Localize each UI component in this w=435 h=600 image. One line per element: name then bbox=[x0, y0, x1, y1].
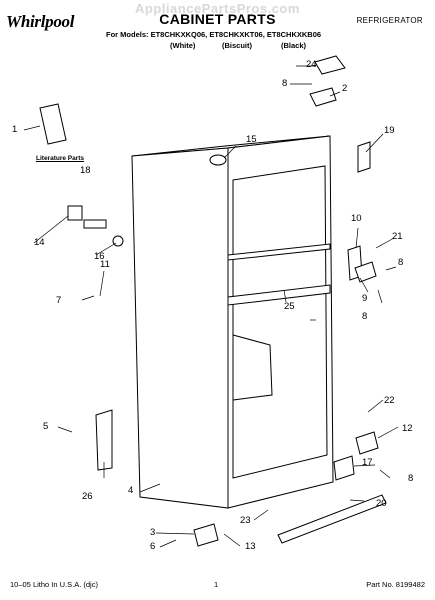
brand-logo: Whirlpool bbox=[6, 12, 75, 31]
callout-4: 4 bbox=[128, 485, 134, 496]
side-bracket bbox=[95, 409, 113, 471]
handle-block bbox=[67, 205, 83, 221]
top-hinge bbox=[309, 87, 337, 107]
callout-5: 5 bbox=[43, 421, 49, 432]
callout-6: 6 bbox=[150, 541, 156, 552]
divider-bar bbox=[227, 284, 331, 306]
callout-15: 15 bbox=[246, 134, 257, 145]
callout-24: 24 bbox=[306, 59, 317, 70]
callout-1: 1 bbox=[12, 124, 18, 135]
callout-3: 3 bbox=[150, 527, 156, 538]
callout-11: 11 bbox=[100, 259, 110, 270]
part-number: Part No. 8199482 bbox=[366, 580, 425, 589]
callout-18: 18 bbox=[80, 165, 91, 176]
callout-20: 20 bbox=[376, 498, 387, 509]
callout-16: 16 bbox=[94, 251, 105, 262]
variant-black: (Black) bbox=[281, 41, 307, 50]
literature-pack bbox=[39, 103, 67, 145]
footer-litho: 10–05 Litho In U.S.A. (djc) bbox=[10, 580, 98, 589]
callout-2: 2 bbox=[342, 83, 348, 94]
variant-biscuit: (Biscuit) bbox=[222, 41, 252, 50]
callout-8-low: 8 bbox=[362, 311, 368, 322]
callout-25: 25 bbox=[284, 301, 295, 312]
cabinet-front bbox=[227, 135, 334, 509]
watermark: AppliancePartsPros.com bbox=[135, 1, 300, 16]
literature-label: Literature Parts bbox=[36, 155, 85, 162]
callout-9: 9 bbox=[362, 293, 368, 304]
handle-screw bbox=[83, 219, 107, 229]
callout-8-bottom: 8 bbox=[408, 473, 414, 484]
hinge-cover bbox=[314, 55, 346, 75]
callout-8-top: 8 bbox=[282, 78, 288, 89]
callout-13: 13 bbox=[245, 541, 256, 552]
appliance-category: REFRIGERATOR bbox=[356, 16, 423, 25]
bottom-hinge bbox=[193, 523, 219, 547]
page-title: CABINET PARTS bbox=[159, 11, 276, 27]
callout-8-mid: 8 bbox=[398, 257, 404, 268]
callout-23: 23 bbox=[240, 515, 251, 526]
top-cross-rail bbox=[227, 243, 331, 261]
toe-grille bbox=[277, 494, 387, 544]
callout-19: 19 bbox=[384, 125, 395, 136]
callout-17: 17 bbox=[362, 457, 373, 468]
slide-bracket bbox=[333, 455, 355, 481]
callout-26: 26 bbox=[82, 491, 93, 502]
callout-12: 12 bbox=[402, 423, 413, 434]
model-list: For Models: ET8CHKXKQ06, ET8CHKXKT06, ET… bbox=[106, 30, 322, 39]
center-hinge bbox=[354, 261, 377, 283]
page-number: 1 bbox=[214, 580, 219, 589]
door-stop bbox=[357, 141, 371, 173]
variant-white: (White) bbox=[170, 41, 196, 50]
callout-21: 21 bbox=[392, 231, 403, 242]
cabinet-side bbox=[131, 147, 229, 509]
callout-14: 14 bbox=[34, 237, 45, 248]
callout-7: 7 bbox=[56, 295, 62, 306]
liner-shelf bbox=[232, 334, 273, 401]
spacer-ring bbox=[112, 235, 124, 247]
lower-right-hinge bbox=[355, 431, 379, 455]
cabinet-plug bbox=[209, 154, 227, 166]
callout-10: 10 bbox=[351, 213, 362, 224]
callout-22: 22 bbox=[384, 395, 395, 406]
